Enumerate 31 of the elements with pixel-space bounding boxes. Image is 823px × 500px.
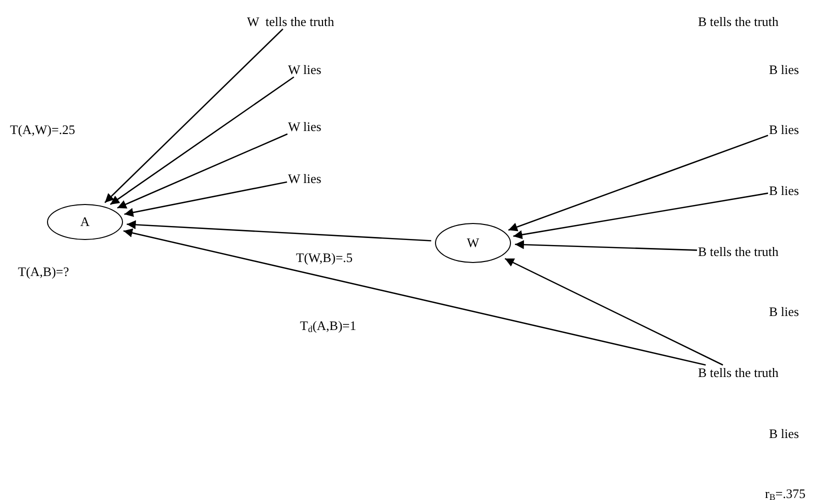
arrow [513,192,768,240]
arrow [123,228,706,366]
arrow [508,134,768,232]
arrow [104,28,284,204]
trust-value-label: r$_{B}$=.375 [765,486,806,500]
outcome-text: B tells the truth [697,244,780,259]
outcome-text: B lies [768,304,800,319]
outcome-text: B lies [768,122,800,137]
outcome-text: B lies [768,426,800,441]
outcome-text: B lies [768,62,800,77]
outcome-text: B tells the truth [697,365,780,380]
node-label: A [80,214,90,230]
ellipse-node [47,204,123,240]
outcome-text: W tells the truth [246,14,336,29]
trust-value-label: T(W,B)=.5 [296,250,353,265]
node-label: W [466,235,480,251]
outcome-text: B tells the truth [697,14,780,29]
arrow [110,76,294,205]
trust-value-label: T(A,W)=.25 [10,122,76,137]
outcome-text: W lies [287,119,322,134]
arrow [514,240,698,251]
arrow [117,133,288,209]
trust-value-label: T$_{d}$(A,B)=1 [300,318,356,336]
outcome-text: W lies [287,171,322,186]
trust-value-label: T(A,B)=? [18,264,70,279]
arrow [504,258,724,366]
outcome-text: W lies [287,62,322,77]
ellipse-node [435,223,511,263]
arrow [124,181,288,217]
outcome-text: B lies [768,183,800,198]
arrow [126,220,432,242]
